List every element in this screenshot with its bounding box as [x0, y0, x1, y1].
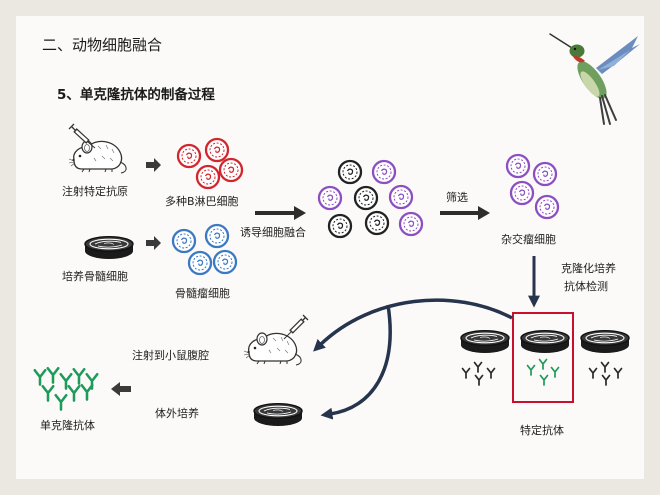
myeloma-cell	[204, 223, 230, 249]
antibody-icon	[59, 372, 73, 390]
fused-cell-mixture	[317, 159, 424, 239]
arrow-to-b-cells	[146, 158, 161, 172]
fused-cell	[364, 210, 390, 236]
antibody-icon	[538, 358, 548, 370]
arrow-to-myeloma	[146, 236, 161, 250]
b-lymphocyte-cell	[176, 143, 202, 169]
label-inject-antigen: 注射特定抗原	[62, 184, 128, 198]
b-lymphocyte-cell	[204, 137, 230, 163]
antibody-icon	[72, 367, 86, 385]
hybridoma-cell	[505, 153, 531, 179]
label-specific-antibody: 特定抗体	[520, 423, 564, 437]
hybridoma-cell	[317, 185, 343, 211]
hummingbird-icon	[549, 33, 640, 125]
arrow-screening	[440, 206, 490, 220]
label-induce-fusion: 诱导细胞融合	[240, 225, 306, 239]
antibody-icon	[613, 367, 623, 379]
myeloma-cell-cluster	[171, 223, 238, 276]
slide-subtitle: 5、单克隆抗体的制备过程	[57, 86, 215, 103]
antibody-icon	[588, 367, 598, 379]
antibody-icon	[601, 374, 611, 386]
antibody-icon	[33, 368, 47, 386]
hybridoma-cell	[509, 180, 535, 206]
mouse-syringe-icon	[243, 314, 309, 366]
label-b-cells: 多种B淋巴细胞	[165, 194, 239, 208]
antibody-icon	[46, 366, 60, 384]
myeloma-cell	[212, 249, 238, 275]
myeloma-cell	[187, 250, 213, 276]
hybridoma-cell-cluster	[505, 153, 560, 220]
antibody-icon	[474, 374, 484, 386]
label-culture-myeloma: 培养骨髓细胞	[62, 269, 128, 283]
antibody-icon	[54, 393, 68, 411]
label-antibody-test: 抗体检测	[564, 279, 608, 293]
antibody-icon	[600, 361, 610, 373]
antibody-icon	[550, 366, 560, 378]
petri-dish-icon	[520, 330, 570, 354]
b-lymphocyte-cell	[218, 157, 244, 183]
arrow-fusion	[255, 206, 306, 220]
hybridoma-cell	[532, 161, 558, 187]
petri-dish-icon	[580, 330, 630, 354]
hybridoma-cell	[534, 194, 560, 220]
label-myeloma-cells: 骨髓瘤细胞	[175, 286, 230, 300]
label-monoclonal-antibody: 单克隆抗体	[40, 418, 95, 432]
b-lymphocyte-cell	[195, 164, 221, 190]
fused-cell	[353, 185, 379, 211]
hybridoma-cell	[371, 159, 397, 185]
label-inject-peritoneum: 注射到小鼠腹腔	[132, 348, 209, 362]
hybridoma-cell	[398, 211, 424, 237]
antibody-icon	[461, 367, 471, 379]
arrow-to-mouse	[313, 298, 513, 352]
mouse-syringe-icon	[68, 123, 127, 174]
fused-cell	[327, 213, 353, 239]
myeloma-cell	[171, 228, 197, 254]
specific-antibody-highlight-box	[512, 312, 574, 403]
label-hybridoma: 杂交瘤细胞	[501, 232, 556, 246]
b-lymphocyte-cluster	[176, 137, 244, 190]
section-title: 二、动物细胞融合	[42, 36, 162, 54]
hybridoma-cell	[388, 184, 414, 210]
antibody-icon	[41, 384, 55, 402]
petri-dish-icon	[460, 330, 510, 354]
petri-dish-icon	[84, 236, 134, 260]
label-clone-culture: 克隆化培养	[561, 261, 616, 275]
antibody-icon	[67, 384, 81, 402]
fused-cell	[337, 159, 363, 185]
antibody-icon	[486, 367, 496, 379]
antibody-icon	[526, 364, 536, 376]
label-screening: 筛选	[446, 190, 468, 204]
antibody-icon	[80, 383, 94, 401]
petri-dish-icon	[253, 403, 303, 427]
antibody-icon	[473, 361, 483, 373]
antibody-icon	[539, 374, 549, 386]
antibody-test-results	[461, 358, 623, 386]
arrow-to-monoclonal	[111, 382, 131, 396]
arrow-to-in-vitro	[320, 304, 392, 420]
label-in-vitro-culture: 体外培养	[155, 406, 199, 420]
monoclonal-antibody-cluster	[33, 366, 99, 411]
